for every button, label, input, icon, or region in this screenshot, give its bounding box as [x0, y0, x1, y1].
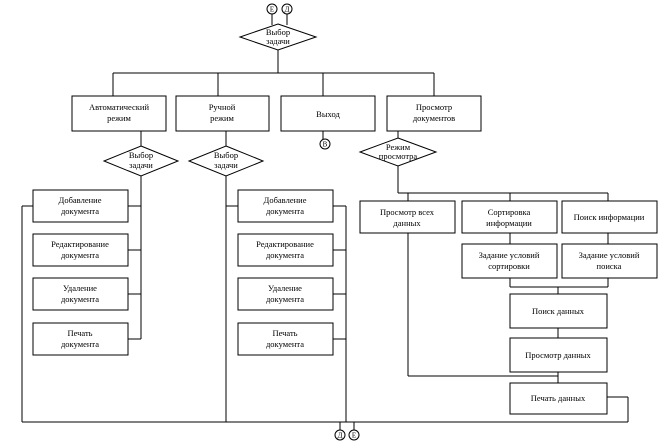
search-data-label: Поиск данных: [532, 306, 585, 316]
view-data-box: Просмотр данных: [509, 337, 608, 373]
manual-decision-line1: Выбор: [214, 150, 238, 160]
top-connector-d: Д: [281, 3, 293, 15]
mode-view-box: Просмотр документов: [386, 95, 482, 132]
view-all-line2: данных: [393, 218, 421, 228]
auto-decision-line2: задачи: [129, 160, 153, 170]
manual-task-print-line2: документа: [266, 339, 304, 349]
top-decision-line2: задачи: [266, 36, 290, 46]
mode-auto-line1: Автоматический: [89, 102, 149, 112]
manual-decision: Выбор задачи: [187, 145, 265, 177]
view-sort-line1: Сортировка: [488, 207, 531, 217]
mode-auto-line2: режим: [107, 113, 131, 123]
mode-exit-box: Выход: [280, 95, 376, 132]
view-all-line1: Просмотр всех: [380, 207, 435, 217]
manual-task-add: Добавление документа: [237, 189, 334, 223]
top-decision-line1: Выбор: [266, 27, 290, 37]
exit-connector: В: [319, 138, 331, 150]
bottom-connector-e: Е: [348, 429, 360, 441]
mode-exit-label: Выход: [316, 109, 340, 119]
view-data-label: Просмотр данных: [525, 350, 591, 360]
exit-connector-label: В: [323, 141, 328, 149]
view-sort-line2: информации: [486, 218, 532, 228]
print-data-box: Печать данных: [509, 382, 608, 415]
view-search-box: Поиск информации: [561, 200, 658, 234]
auto-task-delete-line1: Удаление: [63, 283, 97, 293]
search-conditions-line1: Задание условий: [579, 250, 640, 260]
bottom-connector-d: Д: [334, 429, 346, 441]
sort-conditions-box: Задание условий сортировки: [461, 243, 558, 279]
auto-task-edit-line2: документа: [61, 250, 99, 260]
manual-task-add-line1: Добавление: [264, 195, 307, 205]
manual-task-print: Печать документа: [237, 322, 334, 356]
view-decision-line1: Режим: [386, 142, 411, 152]
print-data-label: Печать данных: [531, 393, 586, 403]
auto-task-edit-line1: Редактирование: [51, 239, 109, 249]
manual-task-delete: Удаление документа: [237, 277, 334, 311]
mode-view-line1: Просмотр: [416, 102, 452, 112]
view-sort-box: Сортировка информации: [461, 200, 558, 234]
search-data-box: Поиск данных: [509, 293, 608, 329]
auto-task-delete-line2: документа: [61, 294, 99, 304]
top-connector-d-label: Д: [285, 6, 290, 14]
auto-decision: Выбор задачи: [102, 145, 180, 177]
manual-task-edit-line1: Редактирование: [256, 239, 314, 249]
auto-task-edit: Редактирование документа: [32, 233, 129, 267]
auto-task-add: Добавление документа: [32, 189, 129, 223]
search-conditions-line2: поиска: [597, 261, 622, 271]
manual-task-delete-line1: Удаление: [268, 283, 302, 293]
top-connector-e: Е: [266, 3, 278, 15]
auto-task-add-line2: документа: [61, 206, 99, 216]
manual-task-print-line1: Печать: [272, 328, 297, 338]
auto-task-add-line1: Добавление: [59, 195, 102, 205]
connector-lines: [21, 14, 629, 431]
manual-task-edit-line2: документа: [266, 250, 304, 260]
view-all-box: Просмотр всех данных: [359, 200, 456, 234]
manual-decision-line2: задачи: [214, 160, 238, 170]
top-decision: Выбор задачи: [238, 23, 318, 51]
sort-conditions-line1: Задание условий: [479, 250, 540, 260]
bottom-connector-d-label: Д: [338, 432, 343, 440]
sort-conditions-line2: сортировки: [488, 261, 530, 271]
mode-auto-box: Автоматический режим: [71, 95, 167, 132]
bottom-connector-e-label: Е: [352, 432, 356, 440]
auto-task-delete: Удаление документа: [32, 277, 129, 311]
mode-manual-line2: режим: [210, 113, 234, 123]
view-decision-line2: просмотра: [379, 151, 418, 161]
view-decision: Режим просмотра: [358, 137, 438, 167]
view-search-label: Поиск информации: [574, 212, 645, 222]
mode-manual-box: Ручной режим: [175, 95, 270, 132]
top-connector-e-label: Е: [270, 6, 274, 14]
search-conditions-box: Задание условий поиска: [561, 243, 658, 279]
mode-view-line2: документов: [413, 113, 455, 123]
auto-decision-line1: Выбор: [129, 150, 153, 160]
mode-manual-line1: Ручной: [209, 102, 236, 112]
manual-task-edit: Редактирование документа: [237, 233, 334, 267]
auto-task-print: Печать документа: [32, 322, 129, 356]
manual-task-delete-line2: документа: [266, 294, 304, 304]
manual-task-add-line2: документа: [266, 206, 304, 216]
auto-task-print-line2: документа: [61, 339, 99, 349]
auto-task-print-line1: Печать: [67, 328, 92, 338]
